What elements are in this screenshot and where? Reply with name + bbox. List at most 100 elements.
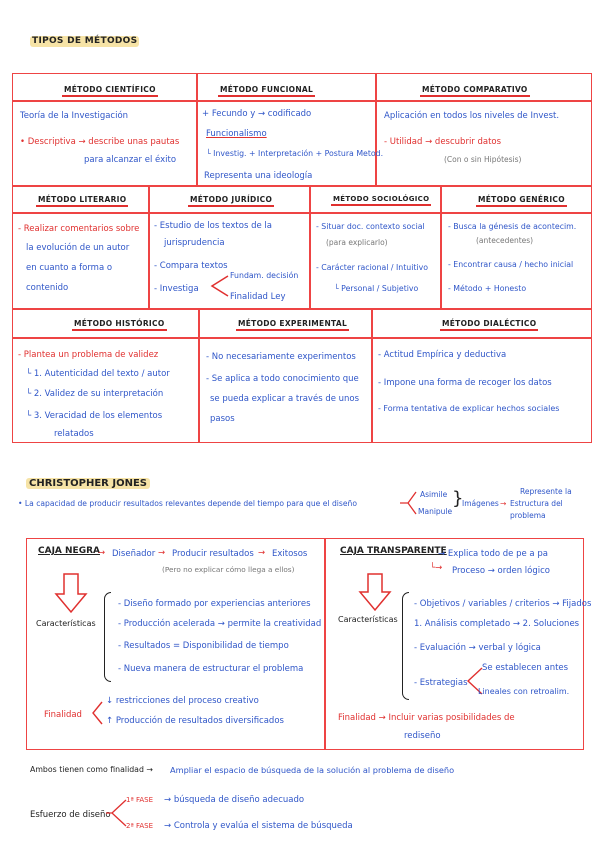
m4-line3: en cuanto a forma o <box>26 263 113 273</box>
ambos-b: Ampliar el espacio de búsqueda de la sol… <box>170 765 455 775</box>
m10-line1: - Actitud Empírica y deductiva <box>378 350 507 360</box>
metodo-juridico-title: MÉTODO JURÍDICO <box>188 195 275 207</box>
m10-line3: - Forma tentativa de explicar hechos soc… <box>378 404 560 413</box>
methods-grid <box>12 73 592 443</box>
negra-f1: ↓ restricciones del proceso creativo <box>106 696 259 706</box>
transp-finalidad: Finalidad → Incluir varias posibilidades… <box>338 713 515 723</box>
m3-line3: (Con o sin Hipótesis) <box>444 155 522 164</box>
m5-line1: - Estudio de los textos de la <box>154 221 272 231</box>
negra-c2: - Producción acelerada → permite la crea… <box>118 619 322 629</box>
corner-arrow-icon: └→ <box>430 563 443 573</box>
esfuerzo-label: Esfuerzo de diseño <box>30 810 111 820</box>
m4-line4: contenido <box>26 283 69 293</box>
m6-line2: (para explicarlo) <box>326 238 388 247</box>
arrow-right-icon: → <box>258 548 266 558</box>
m2-line3: └ Investig. + Interpretación + Postura M… <box>206 149 384 158</box>
m1-line2: • Descriptiva → describe unas pautas <box>20 137 180 147</box>
cj-line: • La capacidad de producir resultados re… <box>18 499 357 508</box>
brace-red-icon <box>210 275 229 297</box>
m1-line1: Teoría de la Investigación <box>20 111 129 121</box>
m4-line2: la evolución de un autor <box>26 243 130 253</box>
m2-line1: + Fecundo y → codificado <box>202 109 312 119</box>
arrow-right-icon: → <box>158 548 166 558</box>
m5-line4: - Investiga <box>154 284 199 294</box>
m5-line5: Fundam. decisión <box>230 271 299 280</box>
m8-line5: relatados <box>54 429 94 439</box>
page-title: TIPOS DE MÉTODOS <box>30 36 140 47</box>
down-arrow-icon <box>358 573 392 612</box>
arrow-right-icon: → <box>98 548 106 558</box>
m9-line3: se pueda explicar a través de unos <box>210 394 360 404</box>
arrow-right-icon: → <box>500 499 507 508</box>
transp-l1: → Explica todo de pe a pa <box>438 549 548 559</box>
brace-red-icon <box>400 491 417 515</box>
m7-line1: - Busca la génesis de acontecim. <box>448 222 577 231</box>
ambos-a: Ambos tienen como finalidad → <box>30 765 153 774</box>
m3-line2: - Utilidad → descubrir datos <box>384 137 502 147</box>
cj-rep1: Represente la <box>520 487 572 496</box>
esfuerzo-f1b: → búsqueda de diseño adecuado <box>164 795 305 805</box>
transp-caracteristicas: Características <box>338 615 398 624</box>
metodo-comparativo-title: MÉTODO COMPARATIVO <box>420 85 530 97</box>
brace-red-icon <box>466 667 483 695</box>
brace-icon: } <box>452 488 464 509</box>
m7-line4: - Método + Honesto <box>448 284 527 293</box>
m10-line2: - Impone una forma de recoger los datos <box>378 378 552 388</box>
christopher-jones-title: CHRISTOPHER JONES <box>26 478 150 489</box>
m7-line3: - Encontrar causa / hecho inicial <box>448 260 574 269</box>
metodo-dialectico-title: MÉTODO DIALÉCTICO <box>440 319 539 331</box>
negra-f2: ↑ Producción de resultados diversificado… <box>106 716 284 726</box>
transp-c1: - Objetivos / variables / criterios → Fi… <box>414 599 592 609</box>
m5-line3: - Compara textos <box>154 261 228 271</box>
m8-line1: - Plantea un problema de validez <box>18 350 159 360</box>
negra-caracteristicas: Características <box>36 619 96 628</box>
cj-manipule: Manipule <box>418 507 453 516</box>
m8-line3: └ 2. Validez de su interpretación <box>26 389 164 399</box>
transp-fin2: rediseño <box>404 731 441 741</box>
m8-line4: └ 3. Veracidad de los elementos <box>26 411 163 421</box>
esfuerzo-f2b: → Controla y evalúa el sistema de búsque… <box>164 821 353 831</box>
negra-finalidad: Finalidad <box>44 710 82 720</box>
m4-line1: - Realizar comentarios sobre <box>18 224 140 234</box>
cj-imagenes: Imágenes <box>462 499 499 508</box>
brace-icon <box>104 592 111 682</box>
negra-c3: - Resultados = Disponibilidad de tiempo <box>118 641 289 651</box>
transp-c4: - Estrategias <box>414 678 468 688</box>
m7-line2: (antecedentes) <box>476 236 534 245</box>
negra-l1b: Producir resultados <box>172 549 254 559</box>
esfuerzo-f2a: 2ª FASE <box>126 822 154 830</box>
down-arrow-icon <box>54 573 88 614</box>
cj-rep2: Estructura del problema <box>510 499 563 520</box>
transp-c2: 1. Análisis completado → 2. Soluciones <box>414 619 580 629</box>
m6-line1: - Situar doc. contexto social <box>316 222 425 231</box>
brace-red-icon <box>106 799 127 827</box>
m5-line2: jurisprudencia <box>164 238 225 248</box>
m2-line4: Representa una ideología <box>204 171 313 181</box>
metodo-sociologico-title: MÉTODO SOCIOLÓGICO <box>331 195 432 206</box>
m2-line2: Funcionalismo <box>206 129 267 139</box>
negra-l2: (Pero no explicar cómo llega a ellos) <box>162 565 295 574</box>
m6-line3: - Carácter racional / Intuitivo <box>316 263 429 272</box>
cajas-box <box>26 538 584 750</box>
metodo-funcional-title: MÉTODO FUNCIONAL <box>218 85 316 97</box>
m9-line2: - Se aplica a todo conocimiento que <box>206 374 359 384</box>
brace-icon <box>402 592 409 700</box>
cj-asimile: Asimile <box>420 490 448 499</box>
negra-c4: - Nueva manera de estructurar el problem… <box>118 664 304 674</box>
brace-red-icon <box>92 701 103 725</box>
m9-line4: pasos <box>210 414 235 424</box>
metodo-cientifico-title: MÉTODO CIENTÍFICO <box>62 85 158 97</box>
negra-l1c: Exitosos <box>272 549 308 559</box>
transp-s2: Lineales con retroalim. <box>478 687 570 696</box>
transp-s1: Se establecen antes <box>482 663 569 673</box>
m3-line1: Aplicación en todos los niveles de Inves… <box>384 111 560 121</box>
metodo-experimental-title: MÉTODO EXPERIMENTAL <box>236 319 350 331</box>
transp-c3: - Evaluación → verbal y lógica <box>414 643 541 653</box>
m8-line2: └ 1. Autenticidad del texto / autor <box>26 369 170 379</box>
m1-line3: para alcanzar el éxito <box>84 155 177 165</box>
transp-l2: Proceso → orden lógico <box>452 566 550 576</box>
caja-transparente-title: CAJA TRANSPARENTE <box>340 546 447 556</box>
esfuerzo-f1a: 1ª FASE <box>126 796 154 804</box>
m9-line1: - No necesariamente experimentos <box>206 352 356 362</box>
metodo-literario-title: MÉTODO LITERARIO <box>36 195 129 207</box>
